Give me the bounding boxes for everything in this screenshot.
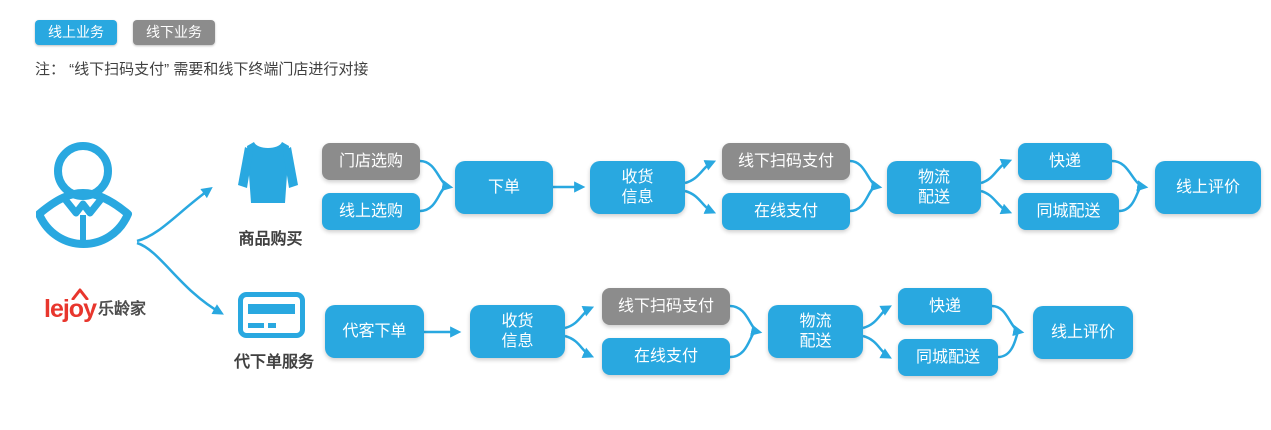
shirt-left-sleeve: [238, 147, 253, 188]
node-online-pay-1: 在线支付: [722, 193, 850, 230]
node-place-order: 下单: [455, 161, 553, 214]
shirt-right-sleeve: [283, 147, 298, 188]
card-dash-short: [268, 323, 276, 328]
arrow-logistics-to-express: [980, 158, 1013, 185]
node-proxy-order: 代客下单: [325, 305, 424, 358]
pos-card-icon: [238, 292, 305, 338]
person-icon: [36, 142, 132, 248]
legend-offline-button[interactable]: 线下业务: [133, 20, 215, 45]
node-shipping-info-1: 收货 信息: [590, 161, 685, 214]
card-dash-long: [248, 323, 264, 328]
arrow-onlinepay-to-logistics: [849, 185, 876, 213]
arrow-citydelivery-to-review: [1118, 185, 1142, 213]
arrow-express2-to-review2: [991, 304, 1025, 337]
card-stripe: [248, 304, 295, 314]
node-express-1: 快递: [1018, 143, 1112, 180]
node-logistics-2: 物流 配送: [768, 305, 863, 358]
person-collar: [61, 195, 105, 217]
arrow-shipinfo-to-onlinepay: [684, 189, 717, 214]
arrow-logistics-to-citydelivery: [980, 189, 1013, 215]
node-city-delivery-1: 同城配送: [1018, 193, 1119, 230]
flow-label-proxy-order: 代下单服务: [233, 354, 314, 371]
flow-label-purchase: 商品购买: [238, 231, 303, 248]
shirt-body: [247, 142, 289, 203]
arrow-logistics2-to-express2: [862, 305, 892, 330]
arrow-actor-to-purchase: [136, 187, 213, 243]
note-text: 注： “线下扫码支付” 需要和线下终端门店进行对接: [35, 61, 369, 78]
arrow-shipinfo2-to-onlinepay2: [564, 334, 595, 358]
shirt-icon: [238, 142, 298, 203]
arrow-scanpay2-to-logistics2: [729, 304, 763, 336]
node-online-pay-2: 在线支付: [602, 338, 730, 375]
node-offline-scan-pay-1: 线下扫码支付: [722, 143, 850, 180]
arrow-online-pick-to-order: [419, 185, 447, 213]
arrow-express-to-review: [1111, 159, 1149, 192]
node-express-2: 快递: [898, 288, 992, 325]
arrow-shipinfo-to-scanpay: [684, 160, 717, 185]
node-online-review-2: 线上评价: [1033, 306, 1133, 359]
arrow-actor-to-proxy: [136, 241, 224, 315]
arrow-shipinfo2-to-scanpay2: [564, 306, 595, 330]
node-online-review-1: 线上评价: [1155, 161, 1261, 214]
arrow-onlinepay2-to-logistics2: [729, 330, 756, 359]
arrow-scanpay-to-logistics: [849, 159, 883, 192]
logo-roof-icon: [71, 288, 89, 300]
person-body: [36, 189, 132, 248]
node-offline-scan-pay-2: 线下扫码支付: [602, 288, 730, 325]
node-shipping-info-2: 收货 信息: [470, 305, 565, 358]
person-head: [54, 142, 112, 200]
node-logistics-1: 物流 配送: [887, 161, 981, 214]
arrow-citydelivery2-to-review2: [997, 331, 1020, 359]
legend-online-button[interactable]: 线上业务: [35, 20, 117, 45]
node-store-pick: 门店选购: [322, 143, 420, 180]
arrow-logistics2-to-citydelivery2: [862, 334, 892, 359]
logo-cjk-text: 乐龄家: [97, 301, 146, 318]
node-city-delivery-2: 同城配送: [898, 339, 998, 376]
card-outline: [238, 292, 305, 338]
node-online-pick: 线上选购: [322, 193, 420, 230]
arrow-store-pick-to-order: [419, 159, 454, 192]
